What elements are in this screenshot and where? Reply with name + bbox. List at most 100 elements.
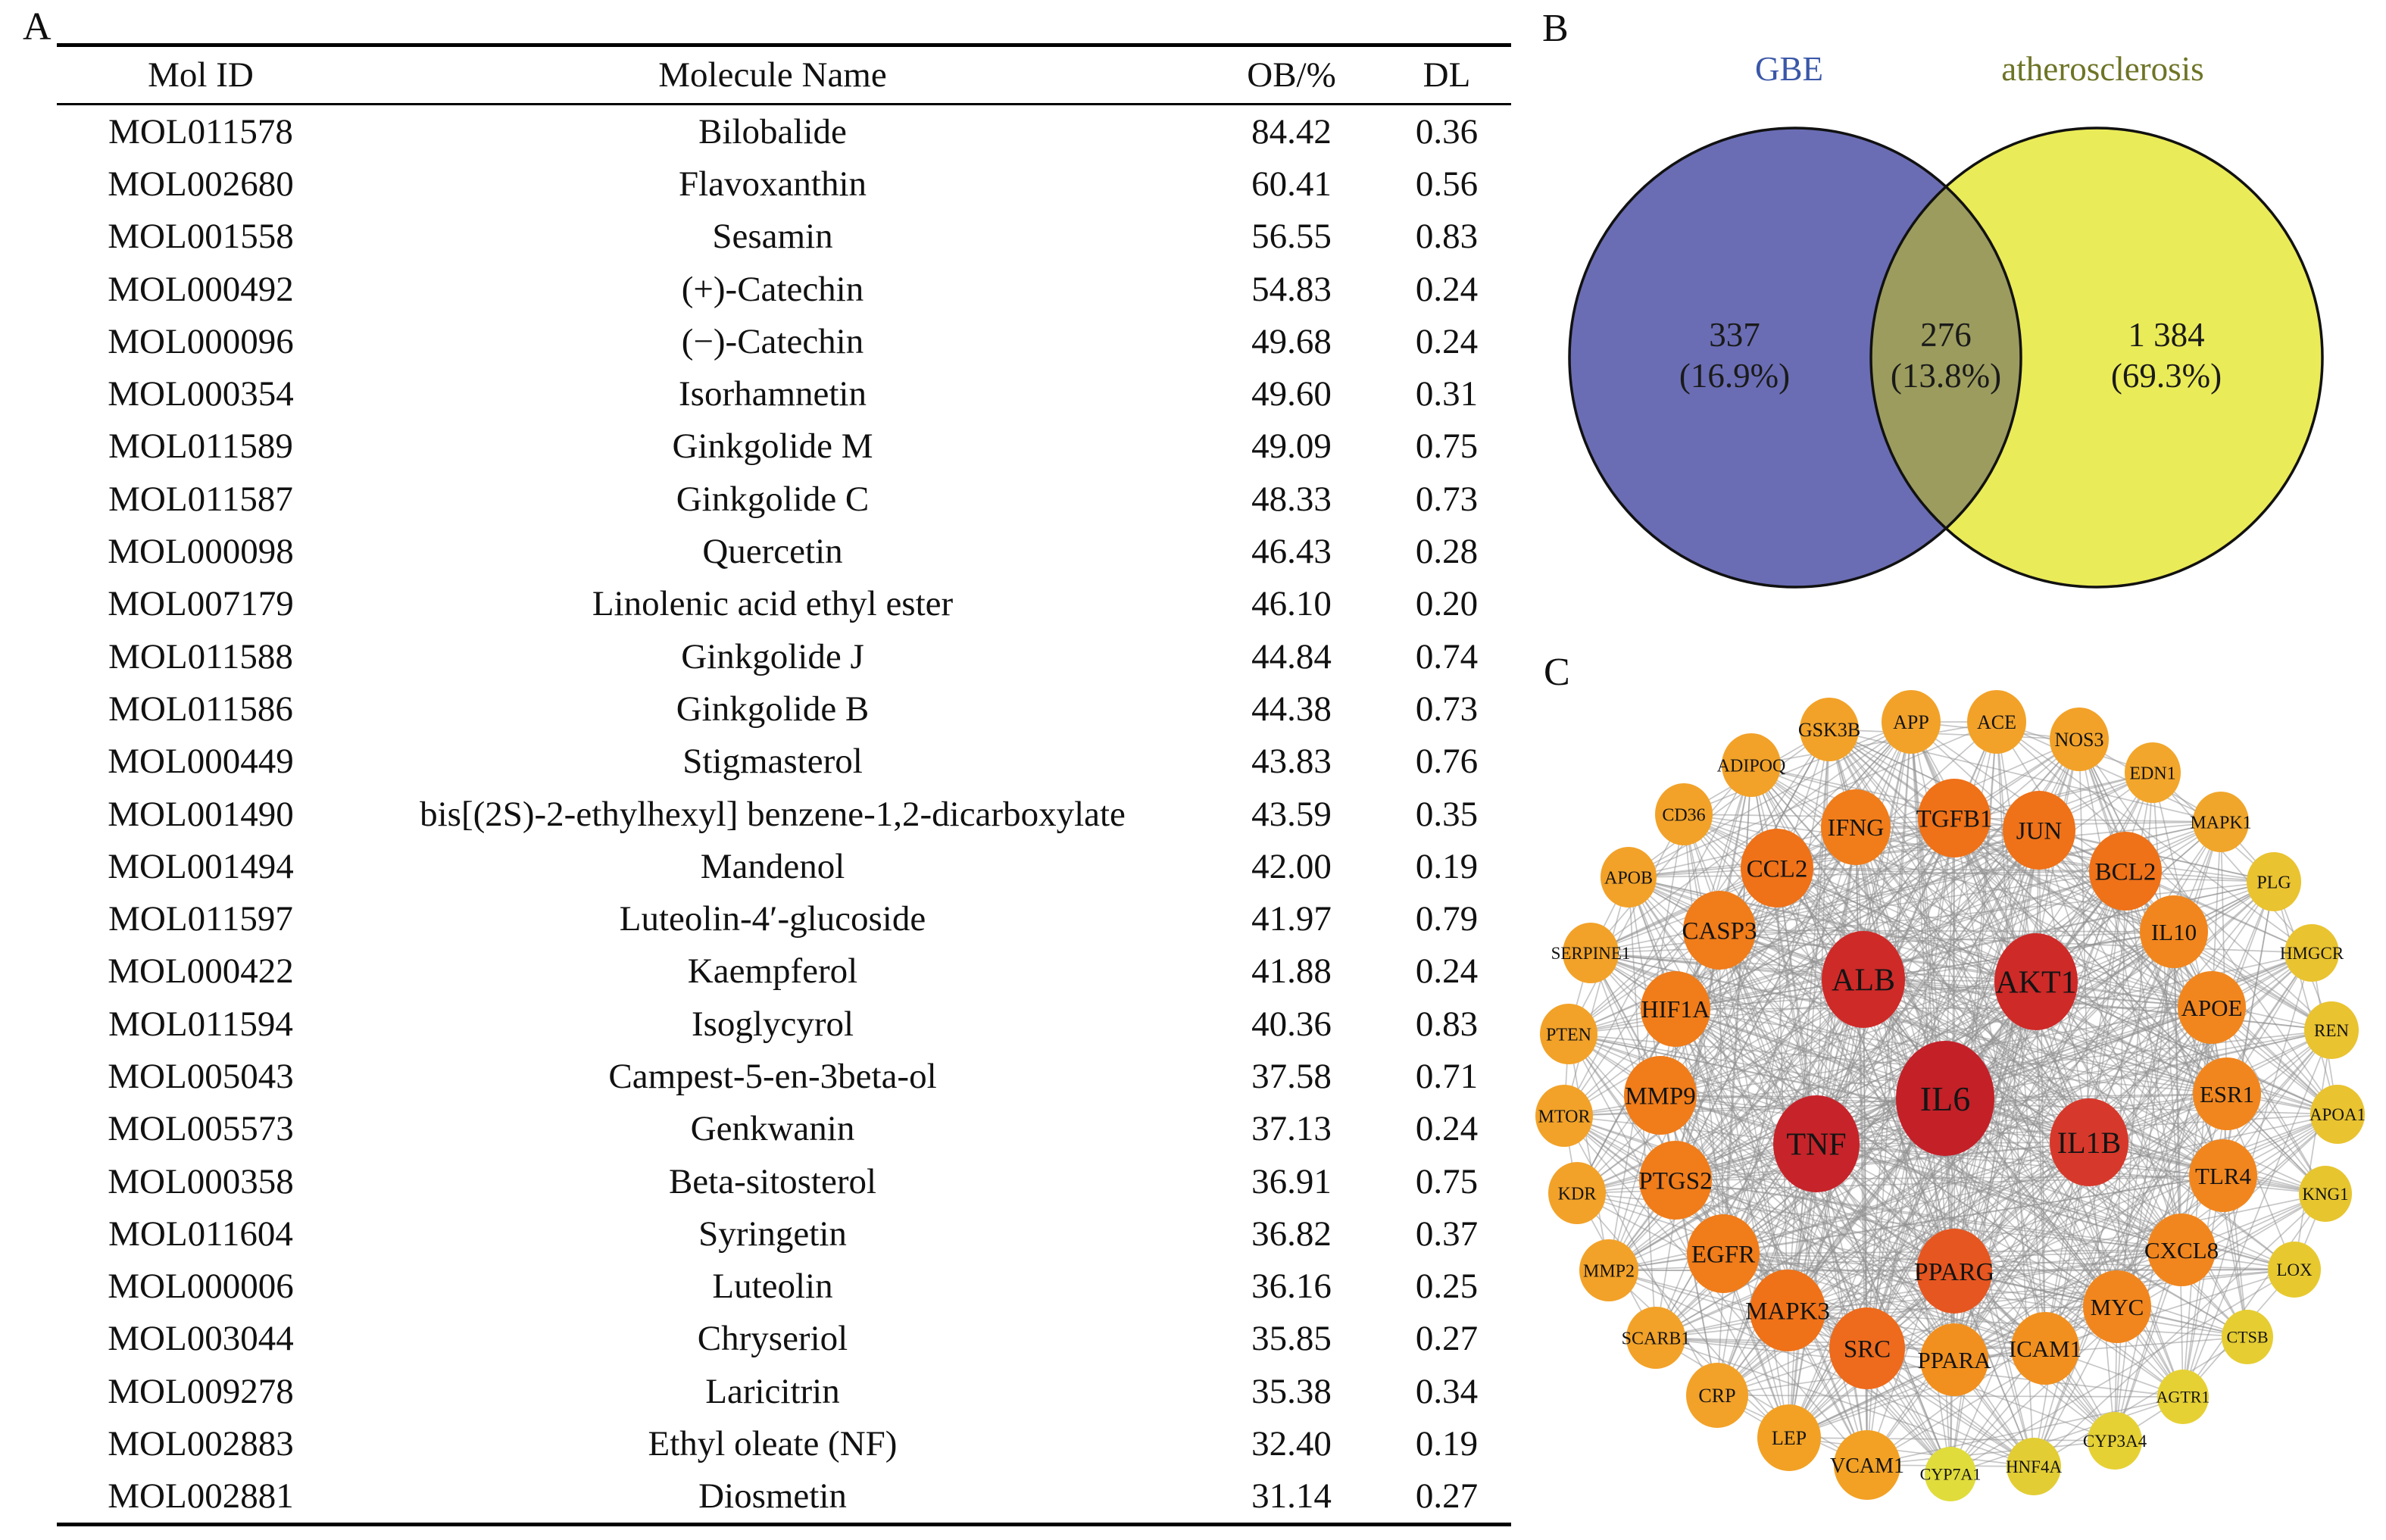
mol-id-cell: MOL001490	[108, 794, 294, 834]
ob-cell: 56.55	[1251, 217, 1332, 257]
network-node-CCL2: CCL2	[1741, 829, 1813, 907]
dl-cell: 0.36	[1415, 111, 1479, 152]
dl-cell: 0.76	[1415, 742, 1479, 782]
mol-id-cell: MOL005573	[108, 1109, 294, 1149]
network-node-TGFB1: TGFB1	[1916, 779, 1992, 857]
network-node-SRC: SRC	[1829, 1307, 1905, 1389]
network-node-JUN: JUN	[2003, 791, 2075, 870]
panel-a-label: A	[23, 5, 52, 48]
network-node-HNF4A: HNF4A	[2006, 1438, 2062, 1495]
network-node-label: AGTR1	[2156, 1388, 2210, 1407]
network-node-ADIPOQ: ADIPOQ	[1717, 733, 1785, 797]
network-node-label: PTEN	[1546, 1025, 1591, 1045]
network-node-label: APOB	[1604, 868, 1653, 888]
panel-c-label: C	[1544, 651, 1570, 694]
network-node-label: MAPK1	[2190, 813, 2251, 832]
ob-cell: 41.97	[1251, 899, 1332, 939]
ob-cell: 49.68	[1251, 321, 1332, 361]
network-node-CRP: CRP	[1686, 1363, 1748, 1428]
mol-id-cell: MOL000358	[108, 1161, 294, 1201]
network-node-PPARG: PPARG	[1914, 1229, 1994, 1314]
network-node-CYP7A1: CYP7A1	[1920, 1447, 1982, 1501]
column-header-2: OB/%	[1201, 47, 1382, 105]
network-node-BCL2: BCL2	[2089, 832, 2162, 911]
mol-id-cell: MOL011587	[108, 479, 293, 519]
network-node-label: HMGCR	[2280, 944, 2344, 963]
network-node-label: ICAM1	[2009, 1335, 2082, 1362]
ob-cell: 44.84	[1251, 636, 1332, 676]
venn-diagram: GBE atherosclerosis 337 (16.9%) 276 (13.…	[1530, 0, 2386, 606]
network-node-label: ACE	[1977, 711, 2016, 733]
venn-count-overlap-value: 276	[1920, 316, 1972, 354]
mol-id-cell: MOL011586	[108, 689, 293, 729]
mol-id-cell: MOL011588	[108, 636, 293, 676]
molecule-name-cell: Ginkgolide B	[676, 689, 870, 729]
dl-cell: 0.35	[1415, 794, 1479, 834]
dl-cell: 0.83	[1415, 217, 1479, 257]
dl-cell: 0.71	[1415, 1056, 1479, 1096]
network-node-label: MMP2	[1583, 1261, 1635, 1281]
column-header-3: DL	[1382, 47, 1511, 105]
network-node-label: JUN	[2016, 818, 2063, 845]
network-node-APP: APP	[1882, 690, 1941, 754]
mol-id-cell: MOL000006	[108, 1267, 294, 1307]
dl-cell: 0.25	[1415, 1267, 1479, 1307]
column-header-1: Molecule Name	[345, 47, 1201, 105]
mol-id-cell: MOL000449	[108, 742, 294, 782]
network-node-label: ALB	[1832, 964, 1895, 998]
mol-id-cell: MOL000422	[108, 951, 294, 992]
molecule-name-cell: Flavoxanthin	[678, 164, 867, 204]
dl-cell: 0.31	[1415, 374, 1479, 414]
network-node-ESR1: ESR1	[2193, 1057, 2261, 1130]
dl-cell: 0.27	[1415, 1476, 1479, 1517]
network-node-label: SERPINE1	[1551, 944, 1631, 963]
venn-count-right-value: 1 384	[2128, 316, 2205, 354]
dl-cell: 0.24	[1415, 269, 1479, 309]
molecule-name-cell: Luteolin-4′-glucoside	[619, 899, 926, 939]
network-node-label: LOX	[2276, 1260, 2313, 1279]
mol-id-cell: MOL011578	[108, 111, 293, 152]
molecule-name-cell: Laricitrin	[705, 1371, 840, 1411]
network-node-CTSB: CTSB	[2222, 1310, 2273, 1364]
ob-cell: 49.60	[1251, 374, 1332, 414]
ob-cell: 48.33	[1251, 479, 1332, 519]
dl-cell: 0.83	[1415, 1004, 1479, 1044]
mol-id-cell: MOL011594	[108, 1004, 293, 1044]
mol-id-cell: MOL007179	[108, 584, 294, 624]
venn-count-left-value: 337	[1709, 316, 1760, 354]
network-node-IL6: IL6	[1896, 1041, 1994, 1156]
network-node-PTEN: PTEN	[1540, 1004, 1597, 1064]
dl-cell: 0.34	[1415, 1371, 1479, 1411]
molecule-name-cell: Syringetin	[698, 1214, 847, 1254]
network-node-label: GSK3B	[1798, 719, 1860, 741]
network-node-label: ESR1	[2200, 1081, 2254, 1107]
network-node-label: CYP7A1	[1920, 1465, 1982, 1484]
mol-id-cell: MOL002881	[108, 1476, 294, 1517]
network-node-PPARA: PPARA	[1917, 1323, 1991, 1396]
dl-cell: 0.79	[1415, 899, 1479, 939]
network-node-HMGCR: HMGCR	[2280, 924, 2344, 982]
network-node-PLG: PLG	[2247, 852, 2301, 911]
network-node-label: CD36	[1662, 805, 1705, 825]
ob-cell: 41.88	[1251, 951, 1332, 992]
molecule-name-cell: Ginkgolide J	[681, 636, 864, 676]
ob-cell: 46.10	[1251, 584, 1332, 624]
network-node-MMP2: MMP2	[1579, 1239, 1638, 1301]
molecule-name-cell: Mandenol	[700, 846, 845, 886]
mol-id-cell: MOL000098	[108, 532, 294, 572]
dl-cell: 0.28	[1415, 532, 1479, 572]
network-node-AKT1: AKT1	[1994, 933, 2078, 1030]
network-node-label: CXCL8	[2144, 1237, 2219, 1264]
